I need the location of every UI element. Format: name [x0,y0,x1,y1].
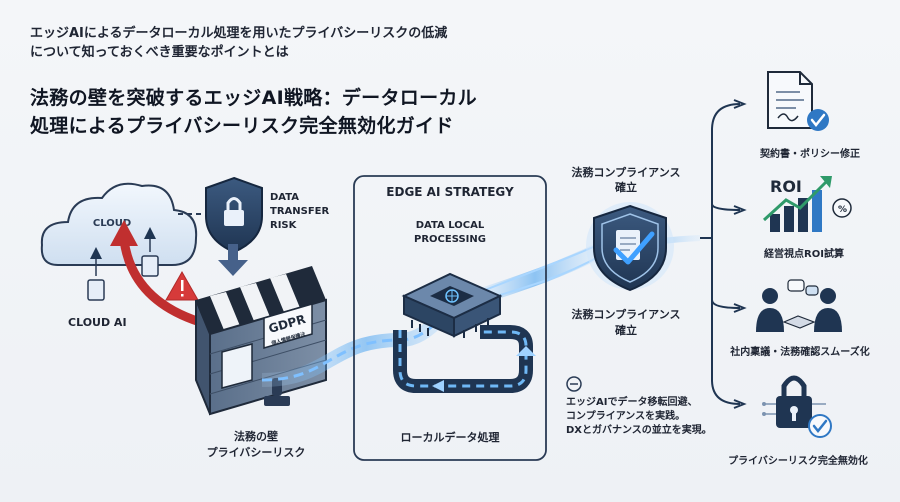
warning-icon [165,270,199,301]
contract-document-icon [767,71,829,131]
local-processing-label: ローカルデータ処理 [401,430,500,444]
subtitle: エッジAIによるデータローカル処理を用いたプライバシーリスクの低減 について知っ… [30,24,550,62]
subtitle-line-1: エッジAIによるデータローカル処理を用いたプライバシーリスクの低減 [30,26,448,41]
compliance-shield-icon [586,202,674,292]
summary-note: エッジAIでデータ移転回避、 コンプライアンスを実践。 DXとガバナンスの並立を… [566,396,716,438]
summary-note-line-3: DXとガバナンスの並立を実現。 [566,425,712,436]
data-transfer-label-3: RISK [270,220,298,231]
ai-chip-icon [401,272,503,338]
outcome-label-privacy: プライバシーリスク完全無効化 [728,454,868,467]
edge-strategy-title: EDGE AI STRATEGY [386,185,514,199]
compliance-top-label-1: 法務コンプライアンス [571,165,680,179]
compliance-top-label-2: 確立 [615,180,637,194]
data-transfer-label-1: DATA [270,192,299,203]
data-transfer-label-2: TRANSFER [270,206,329,217]
down-arrow [218,244,248,276]
cloud-label: CLOUD [93,218,131,229]
processing-label-2: PROCESSING [414,234,486,245]
handshake-meeting-icon [756,279,842,332]
svg-text:%: % [838,205,847,215]
summary-note-line-2: コンプライアンスを実践。 [566,411,686,422]
document-icons [87,227,159,301]
red-transfer-arrow [110,220,202,327]
title-line-2: 処理によるプライバシーリスク完全無効化ガイド [30,115,454,137]
outcome-label-roi: 経営視点ROI試算 [764,247,844,260]
privacy-risk-label: プライバシーリスク [207,445,306,459]
outcome-label-approval: 社内稟議・法務確認スムーズ化 [729,345,870,358]
padlock-check-icon [762,375,832,438]
compliance-bottom-label-2: 確立 [615,323,637,337]
outcome-label-contract: 契約書・ポリシー修正 [760,147,860,160]
legal-wall-label: 法務の壁 [234,429,278,443]
legal-wall-icon: GDPR 個人情報保護法 [195,266,327,416]
title-line-1: 法務の壁を突破するエッジAI戦略：データローカル [30,87,477,109]
lock-shield-icon [205,176,263,254]
local-loop-track [393,325,536,393]
cloud-icon: CLOUD [40,182,198,266]
compliance-bottom-label-1: 法務コンプライアンス [571,307,680,321]
document-icon [87,279,105,301]
document-icon [141,255,159,277]
subtitle-line-2: について知っておくべき重要なポイントとは [30,45,289,60]
roi-chart-icon: ROI % [762,176,852,232]
roi-badge: ROI [770,177,802,196]
cloud-ai-label: CLOUD AI [68,316,127,329]
link-icon [566,376,582,392]
page-title: 法務の壁を突破するエッジAI戦略：データローカル 処理によるプライバシーリスク完… [30,84,550,140]
edge-strategy-frame [353,175,547,461]
processing-label-1: DATA LOCAL [416,220,485,231]
summary-note-line-1: エッジAIでデータ移転回避、 [566,397,698,408]
branch-connector [700,99,747,409]
